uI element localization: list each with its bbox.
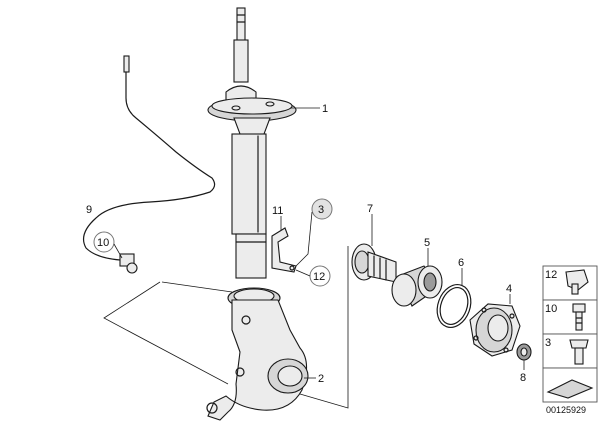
screw-icon: [569, 339, 589, 365]
clip-icon: [565, 269, 589, 295]
callout-11: 11: [272, 205, 283, 217]
legend-label-1: 12: [545, 269, 557, 281]
abs-sensor-cable[interactable]: [83, 55, 216, 274]
callout-10-marker: 10: [93, 231, 115, 253]
callout-10: 10: [97, 237, 109, 249]
callout-8: 8: [520, 372, 526, 384]
wheel-bearing[interactable]: [391, 265, 443, 307]
callout-7: 7: [367, 203, 373, 215]
callout-3: 3: [318, 204, 324, 216]
legend-label-3: 3: [545, 337, 551, 349]
collar-nut[interactable]: [516, 343, 532, 361]
callout-9: 9: [86, 204, 92, 216]
legend: 12 10 3: [542, 265, 598, 403]
callout-12: 12: [313, 271, 325, 283]
diagram-number: 00125929: [546, 405, 586, 415]
callout-12-marker: 12: [309, 265, 331, 287]
strut-assembly[interactable]: [207, 7, 297, 279]
callout-1: 1: [322, 103, 328, 115]
bracket[interactable]: [271, 227, 297, 273]
steering-knuckle[interactable]: [206, 287, 309, 421]
bolt-icon: [572, 303, 586, 331]
callout-2: 2: [318, 373, 324, 385]
legend-label-2: 10: [545, 303, 557, 315]
shim-icon: [546, 379, 594, 399]
circlip[interactable]: [431, 280, 476, 332]
callout-4: 4: [506, 283, 512, 295]
callout-6: 6: [458, 257, 464, 269]
callout-3-marker: 3: [311, 198, 333, 220]
callout-5: 5: [424, 237, 430, 249]
drive-flange[interactable]: [351, 243, 397, 283]
wheel-hub[interactable]: [469, 303, 521, 357]
